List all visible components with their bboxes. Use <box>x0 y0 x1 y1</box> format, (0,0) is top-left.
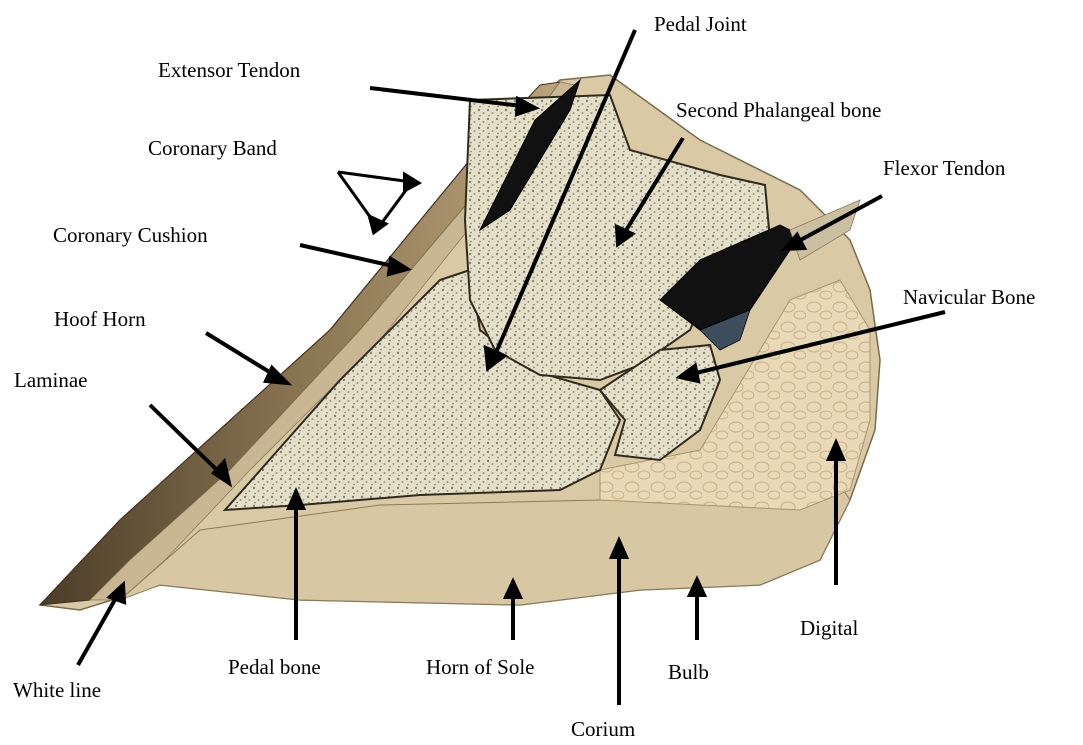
label-laminae: Laminae <box>14 370 87 391</box>
label-corium: Corium <box>571 719 635 740</box>
label-coronary-band: Coronary Band <box>148 138 277 159</box>
label-digital: Digital <box>800 618 858 639</box>
label-flexor-tendon: Flexor Tendon <box>883 158 1005 179</box>
label-pedal-joint: Pedal Joint <box>654 14 747 35</box>
label-extensor-tendon: Extensor Tendon <box>158 60 300 81</box>
label-coronary-cushion: Coronary Cushion <box>53 225 208 246</box>
label-navicular-bone: Navicular Bone <box>903 287 1035 308</box>
label-pedal-bone: Pedal bone <box>228 657 321 678</box>
label-horn-of-sole: Horn of Sole <box>426 657 535 678</box>
label-bulb: Bulb <box>668 662 709 683</box>
label-second-phalangeal-bone: Second Phalangeal bone <box>676 100 881 121</box>
label-hoof-horn: Hoof Horn <box>54 309 146 330</box>
label-white-line: White line <box>13 680 101 701</box>
